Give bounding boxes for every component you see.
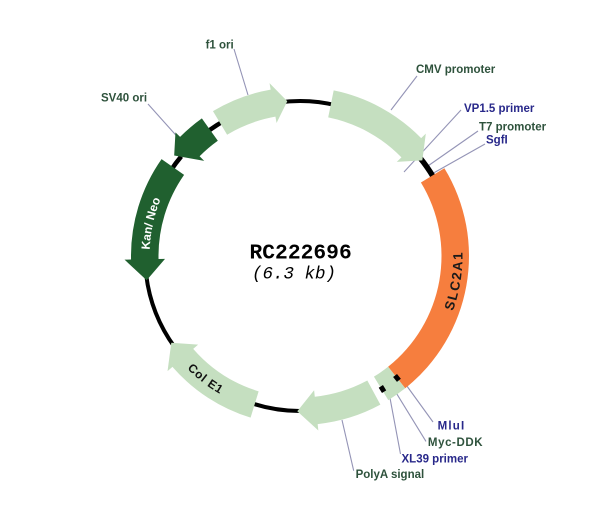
svg-text:RC222696: RC222696	[250, 242, 352, 266]
svg-text:PolyA signal: PolyA signal	[356, 469, 425, 481]
svg-text:SgfI: SgfI	[486, 134, 508, 146]
svg-text:(6.3 kb): (6.3 kb)	[252, 264, 336, 284]
svg-text:VP1.5 primer: VP1.5 primer	[464, 103, 535, 115]
svg-text:SV40 ori: SV40 ori	[101, 93, 147, 105]
svg-text:XL39 primer: XL39 primer	[402, 454, 469, 466]
svg-text:CMV promoter: CMV promoter	[416, 64, 496, 76]
svg-text:Myc-DDK: Myc-DDK	[428, 437, 483, 449]
svg-text:f1 ori: f1 ori	[206, 40, 234, 52]
svg-text:MluI: MluI	[438, 421, 466, 433]
svg-text:T7 promoter: T7 promoter	[479, 122, 547, 134]
